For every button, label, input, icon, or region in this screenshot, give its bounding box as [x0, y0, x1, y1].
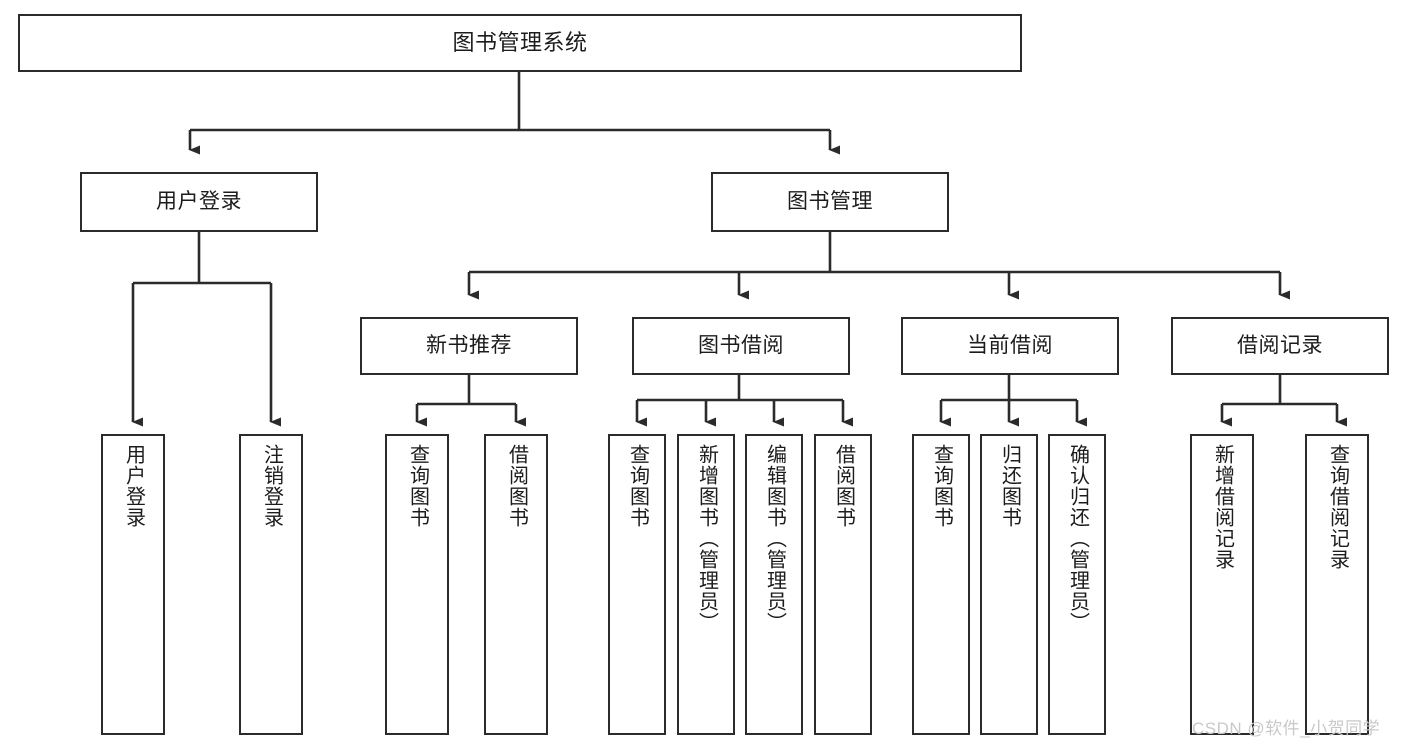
leaf-node-edit-book-admin[interactable]: 编辑图书（管理员）: [745, 434, 803, 735]
node-label: 查询借阅记录: [1326, 444, 1349, 570]
leaf-node-borrow-book[interactable]: 借阅图书: [814, 434, 872, 735]
watermark-text: CSDN @软件_小贺同学: [1192, 719, 1381, 738]
node-label: 新书推荐: [426, 334, 512, 358]
node-label: 归还图书: [998, 444, 1021, 528]
leaf-node-user-login[interactable]: 用户登录: [101, 434, 165, 735]
node-current-borrow[interactable]: 当前借阅: [901, 317, 1119, 375]
node-label: 注销登录: [260, 444, 283, 528]
node-book-management[interactable]: 图书管理: [711, 172, 949, 232]
node-label: 用户登录: [156, 190, 242, 214]
node-label: 用户登录: [122, 444, 145, 528]
leaf-node-confirm-return-admin[interactable]: 确认归还（管理员）: [1048, 434, 1106, 735]
node-label: 新增图书（管理员）: [695, 444, 718, 633]
node-label: 新增借阅记录: [1211, 444, 1234, 570]
node-label: 借阅图书: [505, 444, 528, 528]
node-user-login[interactable]: 用户登录: [80, 172, 318, 232]
leaf-node-query-book-borrow[interactable]: 查询图书: [608, 434, 666, 735]
node-label: 借阅图书: [832, 444, 855, 528]
leaf-node-query-book-current[interactable]: 查询图书: [912, 434, 970, 735]
node-label: 图书管理: [787, 190, 873, 214]
node-label: 借阅记录: [1237, 334, 1323, 358]
node-label: 图书管理系统: [452, 29, 588, 55]
node-label: 确认归还（管理员）: [1066, 444, 1089, 633]
node-label: 编辑图书（管理员）: [763, 444, 786, 633]
node-book-borrow[interactable]: 图书借阅: [632, 317, 850, 375]
leaf-node-query-borrow-record[interactable]: 查询借阅记录: [1305, 434, 1369, 735]
leaf-node-logout-login[interactable]: 注销登录: [239, 434, 303, 735]
leaf-node-borrow-book-recommend[interactable]: 借阅图书: [484, 434, 548, 735]
leaf-node-add-book-admin[interactable]: 新增图书（管理员）: [677, 434, 735, 735]
node-root-book-management-system[interactable]: 图书管理系统: [18, 14, 1022, 72]
node-label: 查询图书: [930, 444, 953, 528]
node-borrow-record[interactable]: 借阅记录: [1171, 317, 1389, 375]
node-label: 当前借阅: [967, 334, 1053, 358]
leaf-node-query-book-recommend[interactable]: 查询图书: [385, 434, 449, 735]
node-label: 图书借阅: [698, 334, 784, 358]
node-new-book-recommend[interactable]: 新书推荐: [360, 317, 578, 375]
leaf-node-add-borrow-record[interactable]: 新增借阅记录: [1190, 434, 1254, 735]
leaf-node-return-book[interactable]: 归还图书: [980, 434, 1038, 735]
node-label: 查询图书: [626, 444, 649, 528]
node-label: 查询图书: [406, 444, 429, 528]
